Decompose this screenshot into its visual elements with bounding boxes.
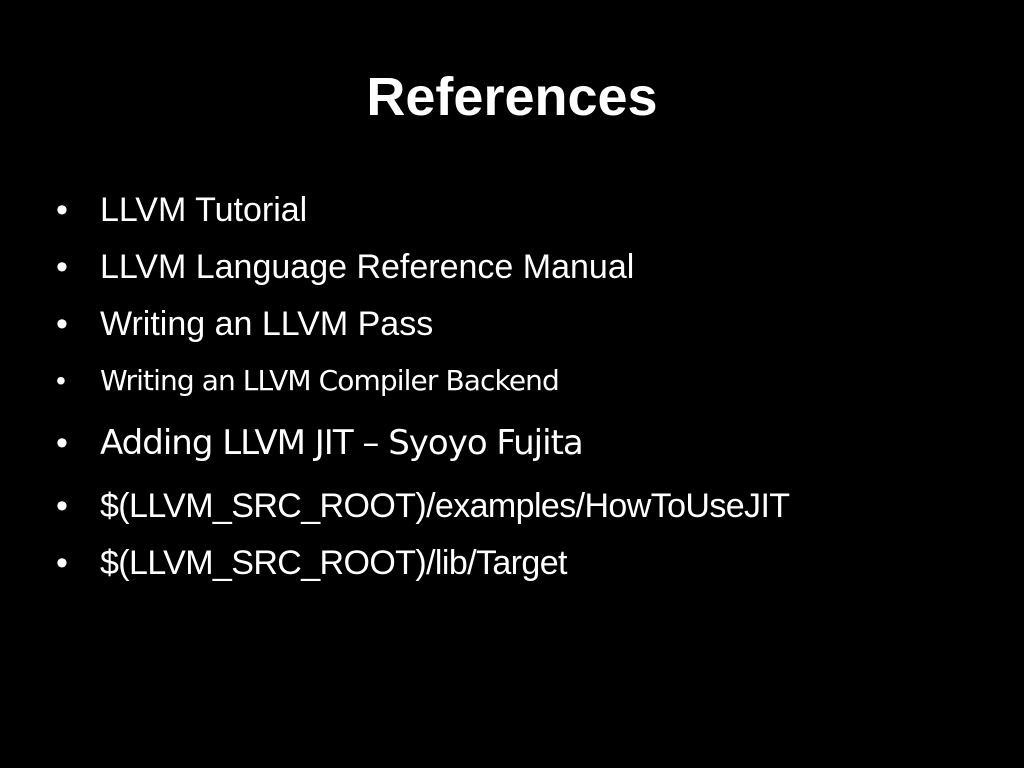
bullet-icon: • [56, 487, 68, 525]
list-item-label: LLVM Tutorial [100, 191, 308, 229]
slide-title: References [366, 67, 658, 127]
list-item-writing-pass: • Writing an LLVM Pass [56, 304, 433, 344]
list-item-adding-jit: • Adding LLVM JIT – Syoyo Fujita [56, 421, 584, 465]
list-item-label: $(LLVM_SRC_ROOT)/lib/Target [100, 544, 567, 582]
bullet-icon: • [56, 305, 68, 343]
list-item-label: $(LLVM_SRC_ROOT)/examples/HowToUseJIT [100, 487, 790, 525]
bullet-icon: • [56, 191, 68, 229]
list-item-lib-target-path: • $(LLVM_SRC_ROOT)/lib/Target [56, 543, 567, 583]
list-item-llvm-tutorial: • LLVM Tutorial [56, 190, 307, 230]
bullet-icon: • [56, 248, 68, 286]
list-item-label: LLVM Language Reference Manual [100, 248, 635, 286]
bullet-icon: • [56, 424, 68, 462]
list-item-howtousejit-path: • $(LLVM_SRC_ROOT)/examples/HowToUseJIT [56, 486, 790, 526]
list-item-language-reference: • LLVM Language Reference Manual [56, 247, 634, 287]
list-item-label: Writing an LLVM Compiler Backend [100, 364, 560, 397]
list-item-compiler-backend: • Writing an LLVM Compiler Backend [56, 363, 560, 399]
bullet-icon: • [56, 365, 66, 396]
list-item-label: Writing an LLVM Pass [100, 305, 434, 343]
list-item-label: Adding LLVM JIT – Syoyo Fujita [100, 423, 584, 463]
bullet-icon: • [56, 544, 68, 582]
